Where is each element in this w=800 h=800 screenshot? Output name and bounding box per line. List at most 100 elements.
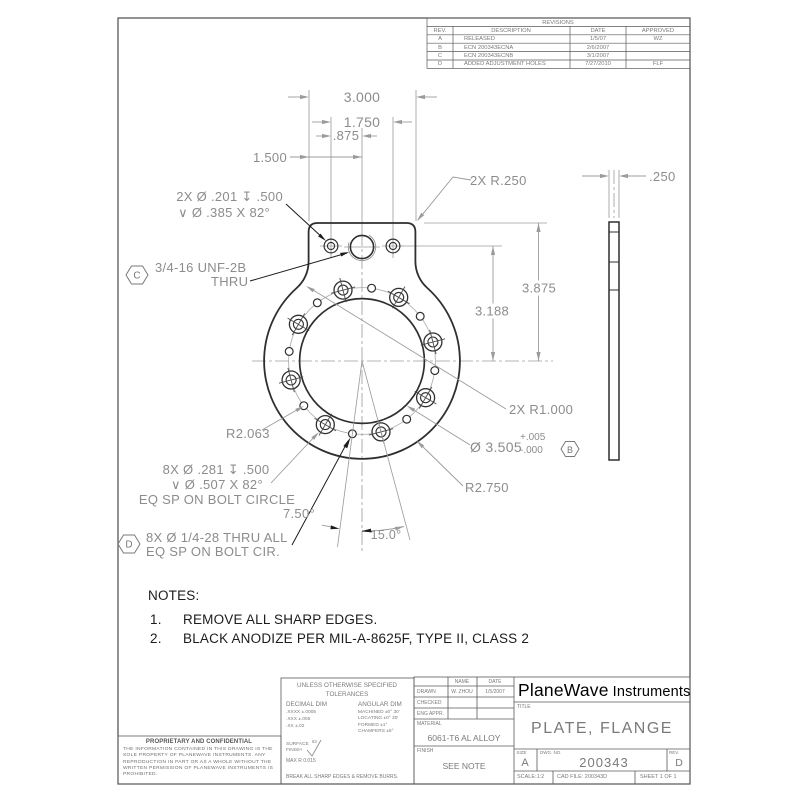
dim-bore-plus-tol: +.005 xyxy=(520,431,546,443)
notes-heading: NOTES: xyxy=(148,588,200,603)
dim-bore-minus-tol: -.000 xyxy=(520,444,543,456)
decimal-tol-1: .XXXX ±.0005 xyxy=(286,709,317,715)
flag-d-hexagon xyxy=(117,534,141,554)
callout-adjust-line1: 8X Ø 1/4-28 THRU ALL xyxy=(146,530,288,545)
angle-lines xyxy=(337,360,411,548)
revision-row-rev: A xyxy=(438,36,442,43)
company-name-sub: Instruments xyxy=(612,684,691,700)
scale-value: SCALE:1:2 xyxy=(517,774,545,780)
leader-arrows xyxy=(295,212,425,449)
callout-tab-csk-line2: ∨ Ø .385 X 82° xyxy=(178,205,270,220)
break-edges-note: BREAK ALL SHARP EDGES & REMOVE BURRS. xyxy=(286,773,399,780)
decimal-tol-3: .XX ±.02 xyxy=(286,723,305,729)
proprietary-body: THE INFORMATION CONTAINED IN THIS DRAWIN… xyxy=(123,747,274,778)
surface-label-line1: SURFACE xyxy=(286,742,309,747)
center-bore xyxy=(298,297,426,425)
angular-tol-1: MACHINED ±0° 30' xyxy=(358,709,400,715)
surface-finish-value: 63 xyxy=(312,739,317,744)
revisions-header-description: DESCRIPTION xyxy=(491,27,531,34)
revisions-header-rev: REV. xyxy=(433,27,447,34)
revisions-table-grid xyxy=(426,17,691,69)
callout-tab-csk-line1: 2X Ø .201 ↧ .500 xyxy=(176,189,283,204)
name-header: NAME xyxy=(454,678,470,685)
size-label: SIZE xyxy=(516,750,527,755)
dim-corner-radius: 2X R.250 xyxy=(470,173,527,188)
revision-row-date: 7/27/2010 xyxy=(585,61,611,68)
note-1-number: 1. xyxy=(150,612,162,627)
dwg-no-value: 200343 xyxy=(579,754,629,770)
rev-label: REV. xyxy=(669,750,680,755)
side-view xyxy=(608,221,620,461)
material-value: 6061-T6 AL ALLOY xyxy=(427,733,501,743)
dim-height-3188: 3.188 xyxy=(472,303,512,319)
flag-b-label: B xyxy=(566,444,574,455)
flag-d-label: D xyxy=(125,539,133,550)
finish-value: SEE NOTE xyxy=(442,761,486,771)
black-leader-lines xyxy=(249,203,373,546)
size-value: A xyxy=(521,756,529,769)
flange-outline xyxy=(263,222,461,460)
dimension-arrows xyxy=(300,94,628,531)
surface-finish-icon xyxy=(306,739,322,757)
flag-b-hexagon xyxy=(560,441,580,457)
checked-label: CHECKED xyxy=(417,699,442,706)
dim-thickness: .250 xyxy=(649,168,676,184)
revision-row-rev: D xyxy=(437,61,443,68)
revisions-header-approved: APPROVED xyxy=(641,27,675,34)
black-arrows xyxy=(318,233,372,533)
surface-label-line2: FINISH xyxy=(286,748,302,753)
finish-label: FINISH xyxy=(417,747,434,754)
dim-height-3875: 3.875 xyxy=(519,280,559,296)
drawn-label: DRAWN xyxy=(417,688,436,695)
title-block-grid xyxy=(117,676,691,785)
tab-countersink-holes xyxy=(323,238,401,254)
revision-row-approved: WZ xyxy=(653,36,663,43)
drawing-title: PLATE, FLANGE xyxy=(531,720,673,737)
angular-dim-title: ANGULAR DIM xyxy=(358,700,402,708)
company-name-main: PlaneWave xyxy=(518,680,609,700)
tolerance-header-line1: UNLESS OTHERWISE SPECIFIED xyxy=(297,682,397,689)
thread-arc xyxy=(347,234,377,262)
revision-row-description: ECN 200343ECNB xyxy=(464,53,514,59)
callout-adjust-line2: EQ SP ON BOLT CIR. xyxy=(146,543,280,559)
revision-row-date: 3/1/2007 xyxy=(586,53,610,59)
callout-cbore-line1: 8X Ø .281 ↧ .500 xyxy=(162,462,270,477)
callout-cbore-line2: ∨ Ø .507 X 82° xyxy=(171,477,263,492)
revision-row-description: ECN 200343ECNA xyxy=(464,44,514,51)
dim-angle-small: 7.50° xyxy=(282,506,315,521)
drawn-date: 1/5/2007 xyxy=(485,688,505,695)
revision-row-rev: B xyxy=(438,44,442,51)
proprietary-title: PROPRIETARY AND CONFIDENTIAL xyxy=(145,738,253,745)
dim-angle-large: 15.0° xyxy=(370,528,402,542)
title-label: TITLE xyxy=(517,703,531,710)
flag-hexagons xyxy=(117,265,580,554)
dim-bolt-radius: R2.063 xyxy=(226,425,270,441)
callout-cbore-line3: EQ SP ON BOLT CIRCLE xyxy=(138,492,296,507)
decimal-tol-2: .XXX ±.005 xyxy=(286,716,311,722)
revision-row-date: 2/6/2007 xyxy=(586,44,610,51)
note-2-number: 2. xyxy=(150,631,162,646)
cad-file-value: CAD FILE: 200343D xyxy=(557,774,608,780)
revision-row-approved: FLF xyxy=(652,61,664,68)
dim-overall-width: 3.000 xyxy=(343,88,381,105)
center-lines xyxy=(252,170,615,552)
revision-row-description: RELEASED xyxy=(464,36,495,43)
flag-c-hexagon xyxy=(125,265,149,285)
dim-bore: Ø 3.505 xyxy=(470,438,522,455)
counterbore-holes xyxy=(278,277,446,445)
dim-outer-radius: R2.750 xyxy=(465,480,509,495)
callout-thread-line1: 3/4-16 UNF-2B xyxy=(155,260,247,275)
dim-edge-to-center: 1.500 xyxy=(252,149,287,165)
rev-value: D xyxy=(675,756,683,769)
dwg-no-label: DWG. NO. xyxy=(540,750,562,755)
angular-tol-4: CHAMFERS ±5° xyxy=(358,729,394,734)
revision-row-rev: C xyxy=(437,53,443,59)
max-radius: MAX R 0.015 xyxy=(286,758,316,764)
angular-tol-2: LOCATING ±0° 30' xyxy=(358,716,399,721)
bolt-circle xyxy=(288,287,436,435)
sheet-value: SHEET 1 OF 1 xyxy=(640,774,677,780)
eng-appr-label: ENG APPR. xyxy=(417,710,444,717)
